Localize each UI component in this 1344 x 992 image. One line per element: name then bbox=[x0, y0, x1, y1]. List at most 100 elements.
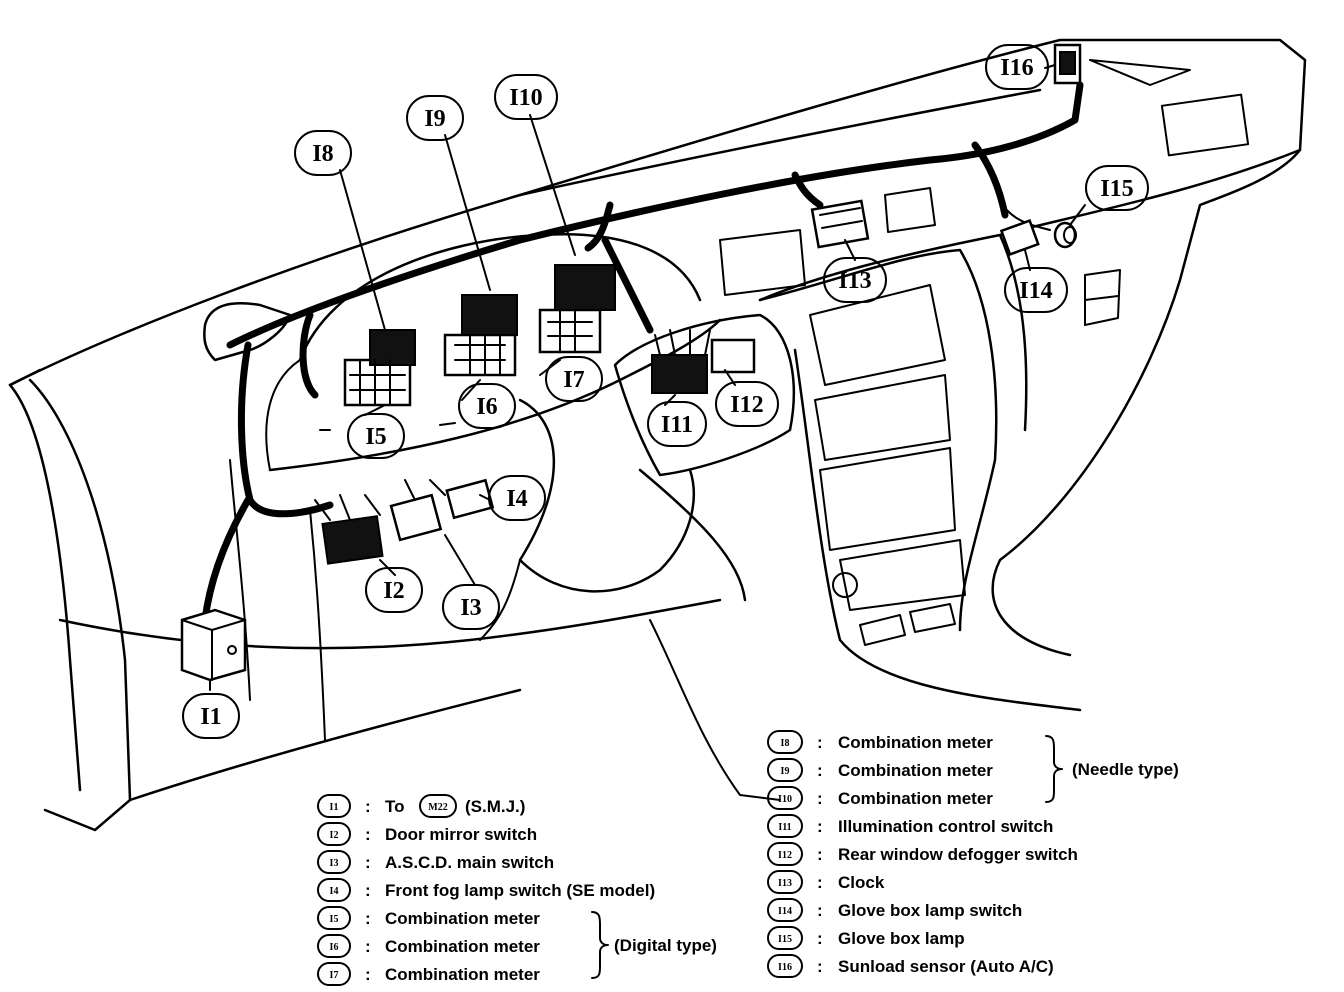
callout-i12: I12 bbox=[715, 381, 779, 427]
legend-separator: : bbox=[817, 761, 823, 780]
legend-separator: : bbox=[817, 817, 823, 836]
legend-separator: : bbox=[817, 845, 823, 864]
legend-label-i13: Clock bbox=[838, 873, 885, 892]
connector-i16-sensor bbox=[1053, 43, 1082, 85]
legend-right-row: I9 : Combination meter bbox=[767, 758, 993, 782]
callout-i1-label: I1 bbox=[200, 704, 221, 730]
legend-separator: : bbox=[817, 929, 823, 948]
legend-separator: : bbox=[365, 797, 371, 816]
callout-i7-label: I7 bbox=[563, 367, 584, 393]
connector-i11-i12-cluster bbox=[651, 329, 756, 394]
callout-i10-label: I10 bbox=[509, 85, 542, 111]
connector-i15-lamp bbox=[1053, 221, 1077, 249]
callout-i5: I5 bbox=[347, 413, 405, 459]
legend-separator: : bbox=[365, 825, 371, 844]
legend-separator: : bbox=[365, 937, 371, 956]
legend-label-i10: Combination meter bbox=[838, 789, 993, 808]
callout-i8-label: I8 bbox=[312, 141, 333, 167]
legend-label-i4: Front fog lamp switch (SE model) bbox=[385, 881, 655, 900]
legend-right-row: I13 : Clock bbox=[767, 870, 885, 894]
legend-right-row: I14 : Glove box lamp switch bbox=[767, 898, 1022, 922]
legend-badge-i9: I9 bbox=[781, 766, 790, 777]
legend-right-group-label: (Needle type) bbox=[1072, 760, 1179, 779]
leader-lines bbox=[209, 64, 1086, 691]
callout-i14: I14 bbox=[1004, 267, 1068, 313]
legend-left-row: I4 : Front fog lamp switch (SE model) bbox=[317, 878, 655, 902]
legend-label-i3: A.S.C.D. main switch bbox=[385, 853, 554, 872]
legend-separator: : bbox=[365, 881, 371, 900]
legend-badge-i13: I13 bbox=[778, 878, 792, 889]
connector-i1-box bbox=[180, 608, 247, 682]
callout-i1: I1 bbox=[182, 693, 240, 739]
legend-right-row: I8 : Combination meter bbox=[767, 730, 993, 754]
legend-label-i7: Combination meter bbox=[385, 965, 540, 984]
legend-left-row: I5 : Combination meter bbox=[317, 906, 540, 930]
legend-badge-i6: I6 bbox=[330, 942, 339, 953]
callout-i9: I9 bbox=[406, 95, 464, 141]
legend-label-i14: Glove box lamp switch bbox=[838, 901, 1022, 920]
legend-separator: : bbox=[365, 909, 371, 928]
legend-badge-i16: I16 bbox=[778, 962, 792, 973]
legend-badge-i5: I5 bbox=[330, 914, 339, 925]
legend-badge-i14: I14 bbox=[778, 906, 792, 917]
connector-i6-cluster bbox=[443, 294, 518, 377]
legend-left-row: I3 : A.S.C.D. main switch bbox=[317, 850, 554, 874]
connector-i14 bbox=[999, 219, 1040, 257]
legend-badge-i2: I2 bbox=[330, 830, 339, 841]
callout-i13: I13 bbox=[823, 257, 887, 303]
callout-i15: I15 bbox=[1085, 165, 1149, 211]
legend-right: I8 : Combination meter I9 : Combination … bbox=[767, 730, 1179, 978]
legend-left-row: I2 : Door mirror switch bbox=[317, 822, 537, 846]
legend-badge-i3: I3 bbox=[330, 858, 339, 869]
legend-badge-i7: I7 bbox=[330, 970, 339, 981]
legend-badge-i15: I15 bbox=[778, 934, 792, 945]
callout-i11: I11 bbox=[647, 401, 707, 447]
legend-right-row: I10 : Combination meter bbox=[767, 786, 993, 810]
legend-suffix-i1: (S.M.J.) bbox=[465, 797, 525, 816]
callout-i2-label: I2 bbox=[383, 578, 404, 604]
callout-i13-label: I13 bbox=[838, 268, 871, 294]
callout-i6-label: I6 bbox=[476, 394, 497, 420]
legend-ref-m22: M22 bbox=[428, 802, 447, 813]
callout-i15-label: I15 bbox=[1100, 176, 1133, 202]
callout-i16-label: I16 bbox=[1000, 55, 1033, 81]
connector-i13 bbox=[810, 199, 870, 249]
legend-label-i8: Combination meter bbox=[838, 733, 993, 752]
legend-right-row: I15 : Glove box lamp bbox=[767, 926, 965, 950]
legend-right-brace bbox=[1045, 735, 1063, 803]
legend-separator: : bbox=[817, 789, 823, 808]
legend-separator: : bbox=[365, 965, 371, 984]
legend-right-row: I11 : Illumination control switch bbox=[767, 814, 1053, 838]
legend-separator: : bbox=[817, 873, 823, 892]
callout-i6: I6 bbox=[458, 383, 516, 429]
legend-label-i2: Door mirror switch bbox=[385, 825, 537, 844]
legend-label-i15: Glove box lamp bbox=[838, 929, 965, 948]
callout-i8: I8 bbox=[294, 130, 352, 176]
callout-i11-label: I11 bbox=[661, 412, 693, 438]
legend-badge-i10: I10 bbox=[778, 794, 792, 805]
connector-i7-cluster bbox=[538, 264, 616, 354]
legend-separator: : bbox=[817, 733, 823, 752]
harness-wire bbox=[201, 81, 1084, 624]
connector-i2-i3-i4-cluster bbox=[314, 478, 495, 565]
legend-badge-i12: I12 bbox=[778, 850, 792, 861]
callout-i3-label: I3 bbox=[460, 595, 481, 621]
legend-label-i16: Sunload sensor (Auto A/C) bbox=[838, 957, 1054, 976]
callout-i4: I4 bbox=[488, 475, 546, 521]
legend-label-i1: To bbox=[385, 797, 405, 816]
legend-right-row: I16 : Sunload sensor (Auto A/C) bbox=[767, 954, 1054, 978]
legend-separator: : bbox=[817, 957, 823, 976]
callout-i7: I7 bbox=[545, 356, 603, 402]
legend-label-i6: Combination meter bbox=[385, 937, 540, 956]
legend-left: I1 : To M22 (S.M.J.) I2 : Door mirror sw… bbox=[317, 794, 717, 986]
legend-left-row: I7 : Combination meter bbox=[317, 962, 540, 986]
callout-i9-label: I9 bbox=[424, 106, 445, 132]
callout-i3: I3 bbox=[442, 584, 500, 630]
legend-left-row: I6 : Combination meter bbox=[317, 934, 540, 958]
legend-right-row: I12 : Rear window defogger switch bbox=[767, 842, 1078, 866]
legend-left-group-label: (Digital type) bbox=[614, 936, 717, 955]
legend-left-row: I1 : To M22 (S.M.J.) bbox=[317, 794, 525, 818]
callout-i12-label: I12 bbox=[730, 392, 763, 418]
legend-left-brace bbox=[591, 911, 609, 979]
